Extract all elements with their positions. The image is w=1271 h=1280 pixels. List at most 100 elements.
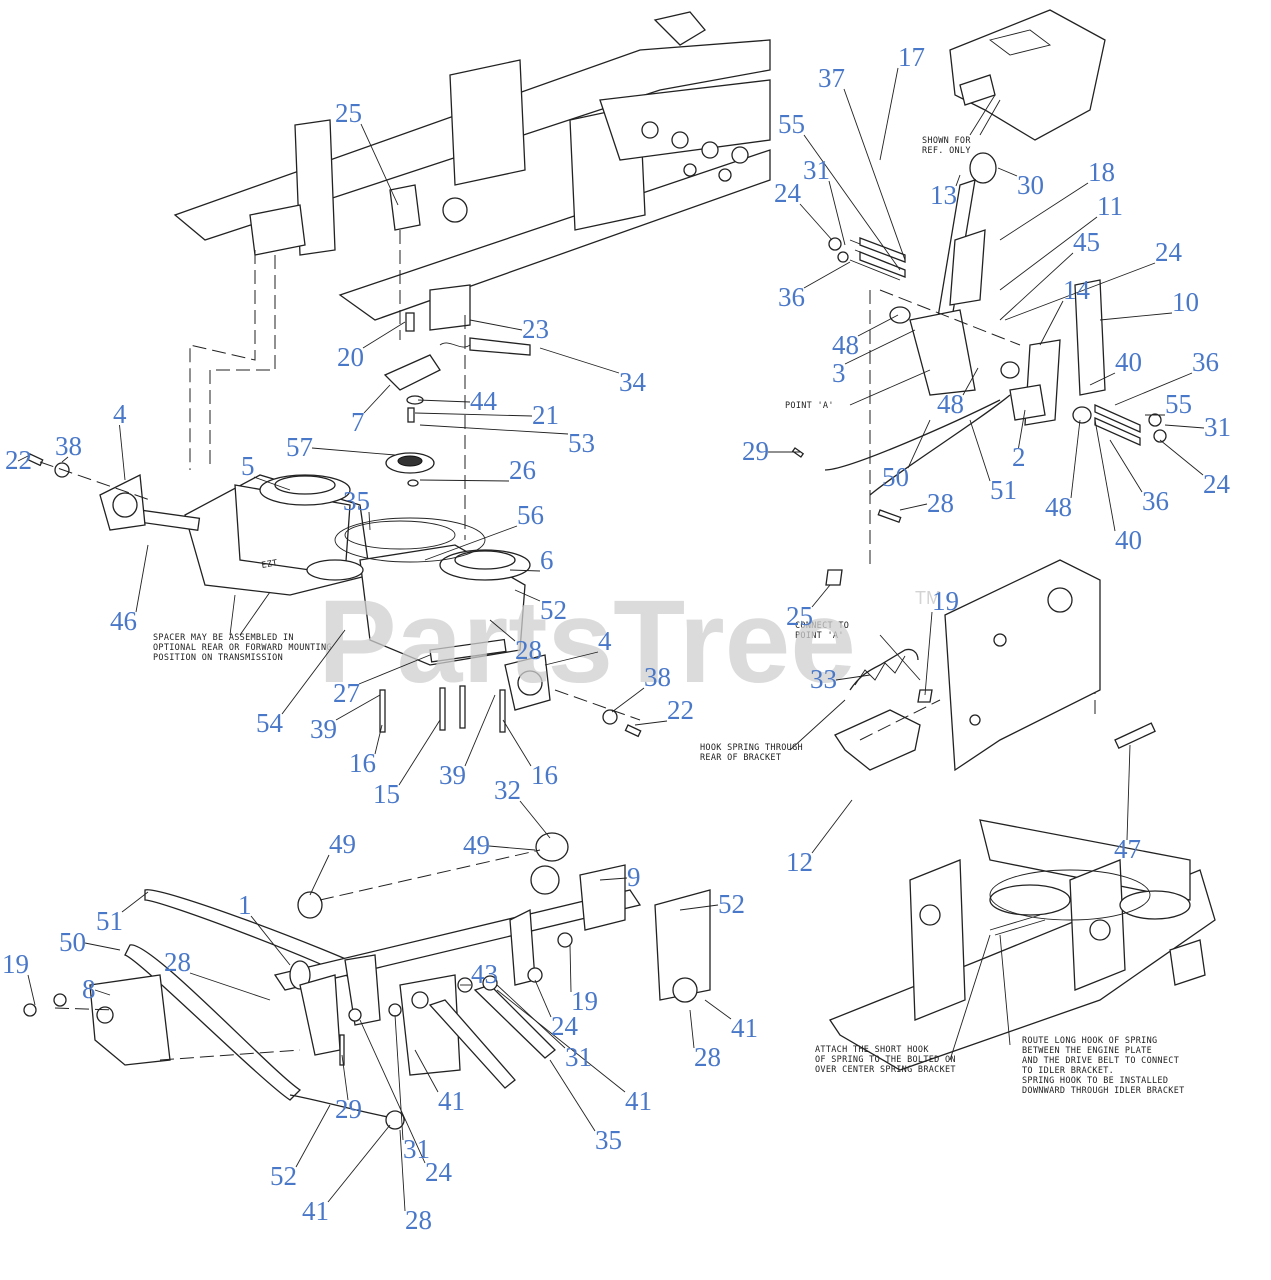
callout-46: 46 (110, 606, 137, 636)
callout-33: 33 (810, 664, 837, 694)
leader-line (84, 942, 121, 951)
note-shown-ref-2: REF. ONLY (922, 146, 971, 156)
note-hook-1: HOOK SPRING THROUGH (700, 743, 803, 753)
callout-50: 50 (59, 927, 86, 957)
leader-line (399, 1129, 406, 1212)
note-hook-2: REAR OF BRACKET (700, 753, 781, 763)
callout-27: 27 (333, 678, 360, 708)
leader-line (828, 180, 846, 246)
note-connect-2: POINT 'A' (795, 631, 844, 641)
note-attach-1: ATTACH THE SHORT HOOK (815, 1045, 929, 1055)
callout-25: 25 (786, 601, 813, 631)
leader-line (309, 854, 330, 896)
leader-line (534, 979, 552, 1018)
leader-line (281, 629, 346, 715)
callout-28: 28 (694, 1042, 721, 1072)
callout-20: 20 (337, 342, 364, 372)
leader-line (398, 719, 441, 786)
callout-5: 5 (241, 451, 255, 481)
callout-19: 19 (571, 986, 598, 1016)
leader-line (335, 694, 381, 721)
note-route-6: DOWNWARD THROUGH IDLER BRACKET (1022, 1086, 1185, 1096)
leader-line (924, 611, 933, 696)
leader-line (414, 1049, 439, 1093)
callout-29: 29 (335, 1094, 362, 1124)
callout-24: 24 (1203, 469, 1231, 499)
leader-line (599, 877, 628, 881)
note-route-4: TO IDLER BRACKET. (1022, 1066, 1114, 1076)
note-route-5: SPRING HOOK TO BE INSTALLED (1022, 1076, 1168, 1086)
callout-14: 14 (1063, 275, 1091, 305)
leader-line (295, 1104, 331, 1168)
callout-32: 32 (494, 775, 521, 805)
callout-49: 49 (329, 829, 356, 859)
leader-line (119, 424, 126, 481)
note-route-3: AND THE DRIVE BELT TO CONNECT (1022, 1056, 1179, 1066)
callout-29: 29 (742, 436, 769, 466)
callout-16: 16 (531, 760, 558, 790)
leader-line (488, 845, 536, 851)
callout-31: 31 (565, 1042, 592, 1072)
callout-39: 39 (310, 714, 337, 744)
callout-55: 55 (778, 109, 805, 139)
callout-52: 52 (540, 595, 567, 625)
callout-31: 31 (403, 1134, 430, 1164)
callout-40: 40 (1115, 525, 1142, 555)
leader-line (489, 619, 516, 642)
callout-24: 24 (1155, 237, 1183, 267)
leader-line (250, 915, 291, 966)
callout-38: 38 (644, 662, 671, 692)
leader-line (358, 654, 431, 685)
callout-47: 47 (1114, 834, 1141, 864)
leader-line (997, 167, 1018, 177)
callout-50: 50 (882, 462, 909, 492)
callout-28: 28 (164, 947, 191, 977)
callout-48: 48 (937, 389, 964, 419)
lever-assembly: SHOWN FOR REF. ONLY POINT 'A' (785, 9, 1167, 720)
leader-line (417, 399, 471, 403)
leader-line (311, 447, 396, 456)
leader-line (1039, 300, 1064, 346)
leader-line (955, 174, 961, 187)
callout-21: 21 (532, 400, 559, 430)
callout-55: 55 (1165, 389, 1192, 419)
leader-line (1126, 744, 1131, 841)
callout-22: 22 (667, 695, 694, 725)
callout-40: 40 (1115, 347, 1142, 377)
callout-52: 52 (270, 1161, 297, 1191)
callout-44: 44 (470, 386, 498, 416)
leader-line (17, 454, 31, 462)
leader-line (857, 314, 899, 337)
note-attach-2: OF SPRING TO THE BOLTED ON (815, 1055, 956, 1065)
callout-8: 8 (82, 974, 96, 1004)
watermark-partstree: PartsTree (318, 576, 856, 708)
leader-line (962, 367, 979, 396)
callout-41: 41 (438, 1086, 465, 1116)
watermark-tm: TM (915, 588, 941, 608)
leader-line (569, 944, 572, 993)
callout-38: 38 (55, 431, 82, 461)
leader-line (496, 984, 566, 1049)
note-attach-3: OVER CENTER SPRING BRACKET (815, 1065, 956, 1075)
callout-11: 11 (1097, 191, 1123, 221)
callout-36: 36 (1142, 486, 1169, 516)
callout-2: 2 (1012, 442, 1026, 472)
ezt-label: EZT (261, 558, 279, 571)
leader-line (811, 584, 831, 608)
callout-51: 51 (96, 906, 123, 936)
leader-line (1018, 409, 1026, 449)
leader-line (94, 989, 111, 996)
leader-line (360, 123, 399, 206)
note-shown-ref-1: SHOWN FOR (922, 136, 971, 146)
callout-24: 24 (425, 1157, 453, 1187)
callout-51: 51 (990, 475, 1017, 505)
leader-line (704, 999, 732, 1020)
leader-line (61, 456, 69, 463)
leader-line (464, 694, 496, 767)
leader-line (899, 503, 928, 511)
frame-assembly (173, 11, 771, 331)
callout-56: 56 (517, 500, 544, 530)
callout-22: 22 (5, 445, 32, 475)
